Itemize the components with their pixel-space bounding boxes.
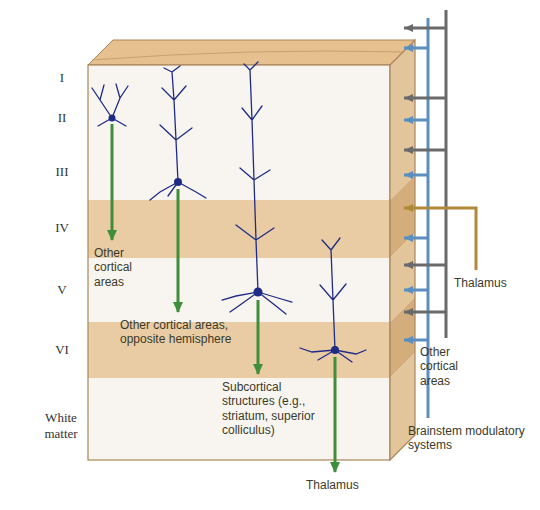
target-label: Thalamus — [306, 478, 386, 492]
source-label: Brainstem modulatory systems — [408, 424, 528, 453]
source-label: Thalamus — [454, 276, 534, 290]
target-label: Subcortical structures (e.g., striatum, … — [222, 380, 324, 438]
layer-label: II — [47, 110, 77, 126]
layer-label: V — [47, 282, 77, 298]
layer-label: I — [47, 70, 77, 86]
layer-label: IV — [47, 220, 77, 236]
source-label: Other cortical areas — [420, 345, 490, 388]
target-label: Other cortical areas — [94, 246, 158, 289]
target-label: Other cortical areas, opposite hemispher… — [120, 318, 244, 347]
layer-label: VI — [47, 342, 77, 358]
layer-label: III — [47, 164, 77, 180]
layer-label: White matter — [36, 410, 86, 441]
